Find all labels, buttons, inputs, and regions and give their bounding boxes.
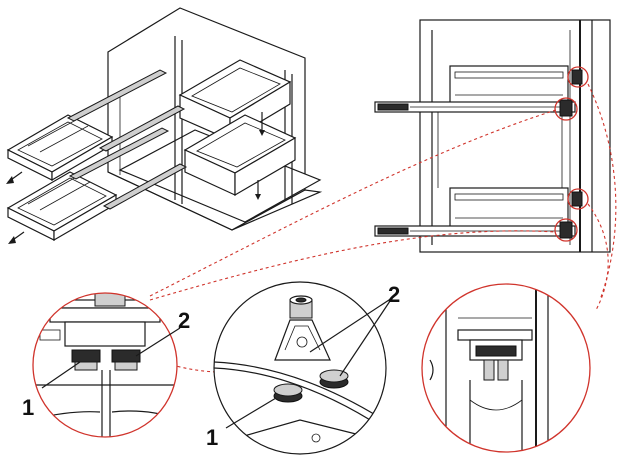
cabinet-isometric-view (6, 7, 323, 244)
highlight-lower-top (567, 188, 589, 210)
highlight-upper-top (567, 66, 589, 88)
cabinet-front-view (374, 19, 611, 253)
cabinet-floor-edge (107, 171, 323, 231)
upper-drawer (178, 59, 292, 142)
callout-left-1: 1 (22, 395, 34, 420)
callout-middle-2: 2 (388, 282, 400, 307)
lower-pullout-tray (6, 127, 188, 242)
callout-middle-1: 1 (206, 425, 218, 450)
detail-circle-left: 1 2 (22, 292, 190, 438)
upper-pullout-tray (6, 69, 186, 182)
lower-drawer (183, 114, 297, 197)
detail-circle-right (421, 283, 591, 453)
front-lower-drawer (374, 187, 576, 237)
highlight-upper-slide (554, 97, 578, 121)
detail-circle-middle: 1 2 (206, 281, 400, 455)
callout-left-2: 2 (178, 308, 190, 333)
highlight-lower-slide (554, 218, 578, 242)
front-upper-drawer (374, 65, 576, 113)
